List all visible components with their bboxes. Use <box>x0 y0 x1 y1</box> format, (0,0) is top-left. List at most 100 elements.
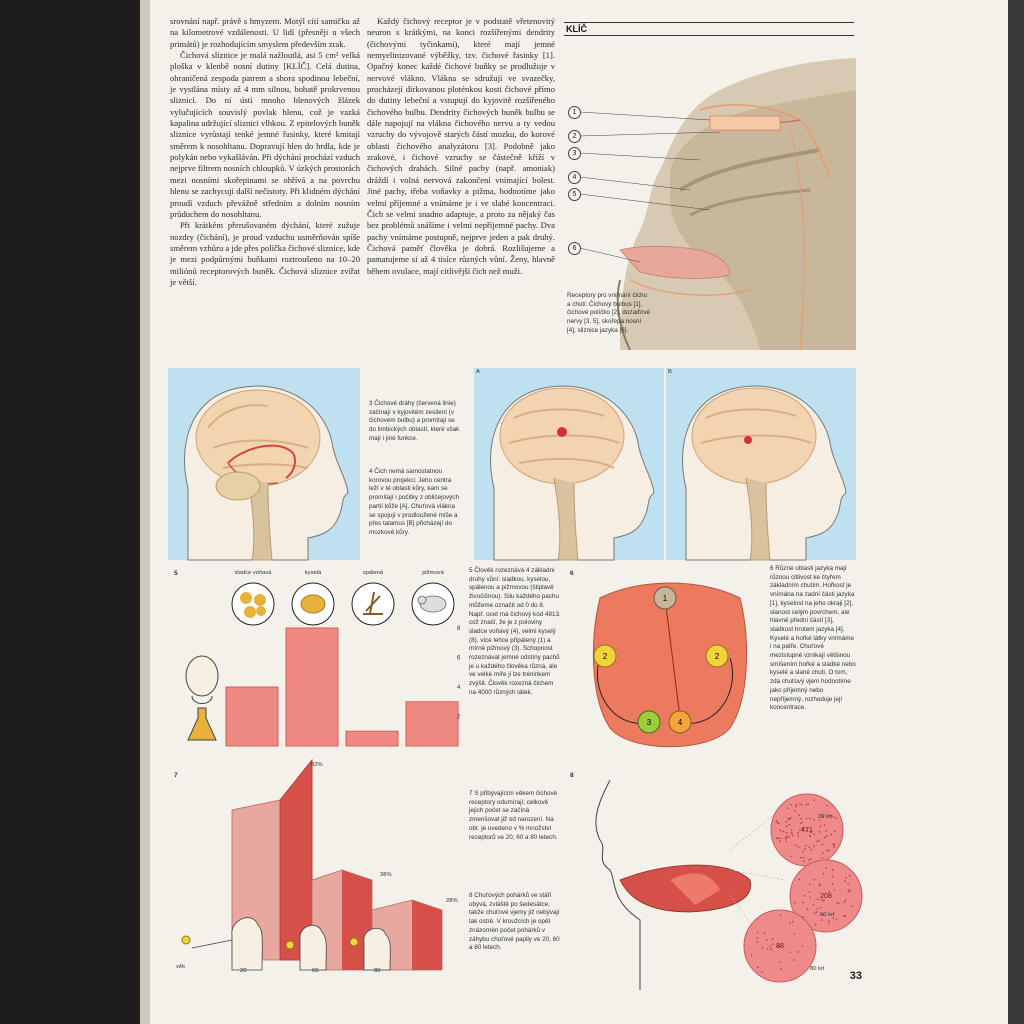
taste-bud-dot <box>819 906 822 909</box>
musky-odor-icon <box>411 582 455 626</box>
figure-4-caption: 4 Čich nemá samostatnou korovou projekci… <box>369 468 459 536</box>
taste-bud-dot <box>799 803 801 806</box>
figure-5-number: 5 <box>174 570 178 577</box>
taste-bud-dot <box>771 938 774 940</box>
taste-bud-dot <box>785 835 788 838</box>
olfactory-pathway-brain-illustration <box>168 368 360 561</box>
sweet-odor-icon <box>231 582 275 626</box>
taste-bud-dot <box>777 822 780 825</box>
taste-bud-dot <box>807 803 810 805</box>
taste-bud-dot <box>785 825 788 828</box>
taste-bud-dot <box>802 916 804 918</box>
taste-bud-dot <box>847 883 849 885</box>
taste-bud-dot <box>821 815 824 818</box>
taste-bud-dot <box>766 948 769 950</box>
taste-bud-dot <box>812 819 815 821</box>
percent-label-28: 28% <box>446 898 458 904</box>
taste-bud-dot <box>826 804 828 807</box>
page-number: 33 <box>849 970 862 982</box>
taste-bud-dot <box>813 878 816 881</box>
taste-bud-dot <box>797 951 799 953</box>
person-60-figure <box>285 924 327 971</box>
figure-4-label-b: B <box>668 369 672 375</box>
taste-bud-dot <box>763 932 766 935</box>
taste-bud-dot <box>828 890 831 893</box>
taste-bud-dot <box>776 821 779 824</box>
taste-bud-dot <box>802 851 804 853</box>
figure-6-number: 6 <box>570 570 574 577</box>
taste-bud-dot <box>831 869 834 871</box>
page-edge <box>1008 0 1024 1024</box>
bar-spálená <box>345 730 399 747</box>
taste-bud-dot <box>761 947 764 949</box>
age-label-60: 60 <box>312 968 319 974</box>
taste-bud-dot <box>819 825 822 827</box>
zone-label-sour: 2 <box>603 652 608 661</box>
taste-bud-dot <box>813 833 816 835</box>
figure-7-number: 7 <box>174 772 178 779</box>
taste-bud-dot <box>816 907 819 910</box>
taste-bud-dot <box>785 820 788 823</box>
taste-bud-dot <box>809 858 812 860</box>
taste-bud-dot <box>790 803 792 806</box>
taste-bud-dot <box>775 820 778 822</box>
taste-bud-dot <box>756 931 759 934</box>
taste-bud-count-20: 471 <box>801 827 813 834</box>
taste-bud-dot <box>813 845 815 848</box>
taste-bud-dot <box>844 899 847 902</box>
key-number-4: 4 <box>568 171 581 184</box>
taste-bud-dot <box>828 814 830 817</box>
key-number-6: 6 <box>568 242 581 255</box>
figure-8-caption: 8 Chuťových pohárků ve stáří ubývá, zvlá… <box>469 892 560 952</box>
taste-bud-dot <box>831 883 834 885</box>
taste-bud-dot <box>801 821 803 824</box>
key-number-3: 3 <box>568 147 581 160</box>
taste-bud-dot <box>750 954 753 957</box>
taste-bud-dot <box>825 830 827 832</box>
taste-bud-dot <box>782 830 784 833</box>
taste-bud-dot <box>828 850 830 852</box>
taste-bud-dot <box>789 951 792 954</box>
taste-bud-dot <box>800 856 802 859</box>
taste-bud-dot <box>810 848 813 851</box>
figure-5-category-label: sladce voňavá <box>234 570 272 576</box>
taste-bud-dot <box>832 917 834 919</box>
taste-bud-dot <box>808 859 810 861</box>
taste-bud-dot <box>816 840 818 843</box>
taste-bud-dot <box>809 896 811 899</box>
zone-label-sour: 2 <box>715 652 720 661</box>
taste-bud-dot <box>808 891 811 893</box>
taste-bud-dot <box>848 874 851 877</box>
key-number-1: 1 <box>568 106 581 119</box>
human-head-icon <box>185 655 219 704</box>
taste-bud-dot <box>843 901 846 904</box>
key-header-bar <box>564 22 854 36</box>
taste-bud-dot <box>790 829 793 831</box>
taste-bud-dot <box>818 884 820 887</box>
figure-7-caption: 7 S přibývajícím věkem čichové receptory… <box>469 790 558 841</box>
taste-bud-dot <box>777 945 779 948</box>
taste-bud-dot <box>786 807 789 809</box>
taste-bud-dot <box>819 819 821 821</box>
taste-bud-dot <box>802 856 805 859</box>
taste-bud-dot <box>822 899 825 902</box>
taste-bud-dot <box>794 901 796 904</box>
taste-bud-dot <box>799 822 802 825</box>
text-column-1: srovnání např. právě s hmyzem. Motýl cít… <box>170 16 360 288</box>
taste-bud-dot <box>756 941 758 943</box>
key-number-5: 5 <box>568 188 581 201</box>
taste-buds-age-illustration: 471 208 88 <box>595 779 863 990</box>
taste-bud-dot <box>800 804 803 806</box>
taste-bud-dot <box>793 959 796 961</box>
figure-5-category-label: pižmová <box>422 570 444 576</box>
age-label-80-let: 80 let <box>810 966 825 972</box>
text-column-2: Každý čichový receptor je v podstatě vře… <box>367 16 555 277</box>
taste-bud-dot <box>837 902 840 905</box>
sour-odor-icon <box>291 582 335 626</box>
taste-bud-dot <box>835 817 838 820</box>
taste-bud-dot <box>809 817 811 820</box>
key-caption: Receptory pro vnímání čichu a chuti: Čic… <box>567 292 650 334</box>
taste-bud-dot <box>815 911 818 913</box>
taste-bud-dot <box>761 971 763 973</box>
